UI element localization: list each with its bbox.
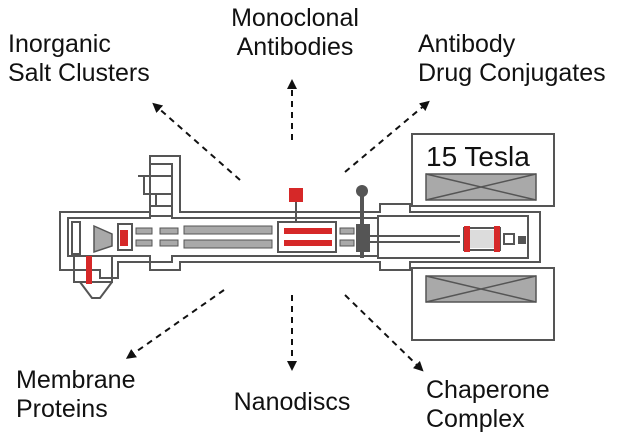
arrow-to-chaperone xyxy=(344,294,424,372)
label-adc-line1: Antibody xyxy=(418,30,516,58)
dashed-arrows xyxy=(125,79,430,372)
label-inorganic-salt-clusters: Inorganic Salt Clusters xyxy=(8,30,150,88)
emitter-needle xyxy=(86,256,92,284)
label-monoclonal-line1: Monoclonal xyxy=(231,4,359,32)
label-monoclonal-line2: Antibodies xyxy=(236,33,354,61)
label-membrane-proteins: Membrane Proteins xyxy=(16,366,136,424)
label-nanodiscs: Nanodiscs xyxy=(212,388,372,417)
gate-valve xyxy=(356,185,370,258)
label-inorganic-line2: Salt Clusters xyxy=(8,59,150,87)
magnet: 15 Tesla xyxy=(411,133,555,341)
label-membrane-line2: Proteins xyxy=(16,395,108,423)
label-chaperone-line1: Chaperone xyxy=(426,376,550,404)
label-membrane-line1: Membrane xyxy=(16,366,136,394)
label-inorganic-line1: Inorganic xyxy=(8,30,111,58)
source-electrode xyxy=(120,230,128,246)
arrow-to-inorganic xyxy=(152,102,241,181)
magnet-label: 15 Tesla xyxy=(426,141,530,172)
transfer-optics xyxy=(370,235,460,243)
quadrupole-rods xyxy=(135,225,355,249)
icr-cell xyxy=(463,226,526,252)
collision-cell xyxy=(277,188,337,253)
label-monoclonal-antibodies: Monoclonal Antibodies xyxy=(220,4,370,62)
inlet-chimney xyxy=(138,175,173,217)
label-chaperone-line2: Complex xyxy=(426,405,525,433)
label-adc-line2: Drug Conjugates xyxy=(418,59,606,87)
arrow-to-membrane xyxy=(125,289,225,359)
ion-funnel xyxy=(93,224,113,254)
arrow-to-adc xyxy=(344,100,430,173)
label-chaperone-complex: Chaperone Complex xyxy=(426,376,550,434)
label-nanodiscs-line1: Nanodiscs xyxy=(233,388,351,416)
label-antibody-drug-conjugates: Antibody Drug Conjugates xyxy=(418,30,606,88)
